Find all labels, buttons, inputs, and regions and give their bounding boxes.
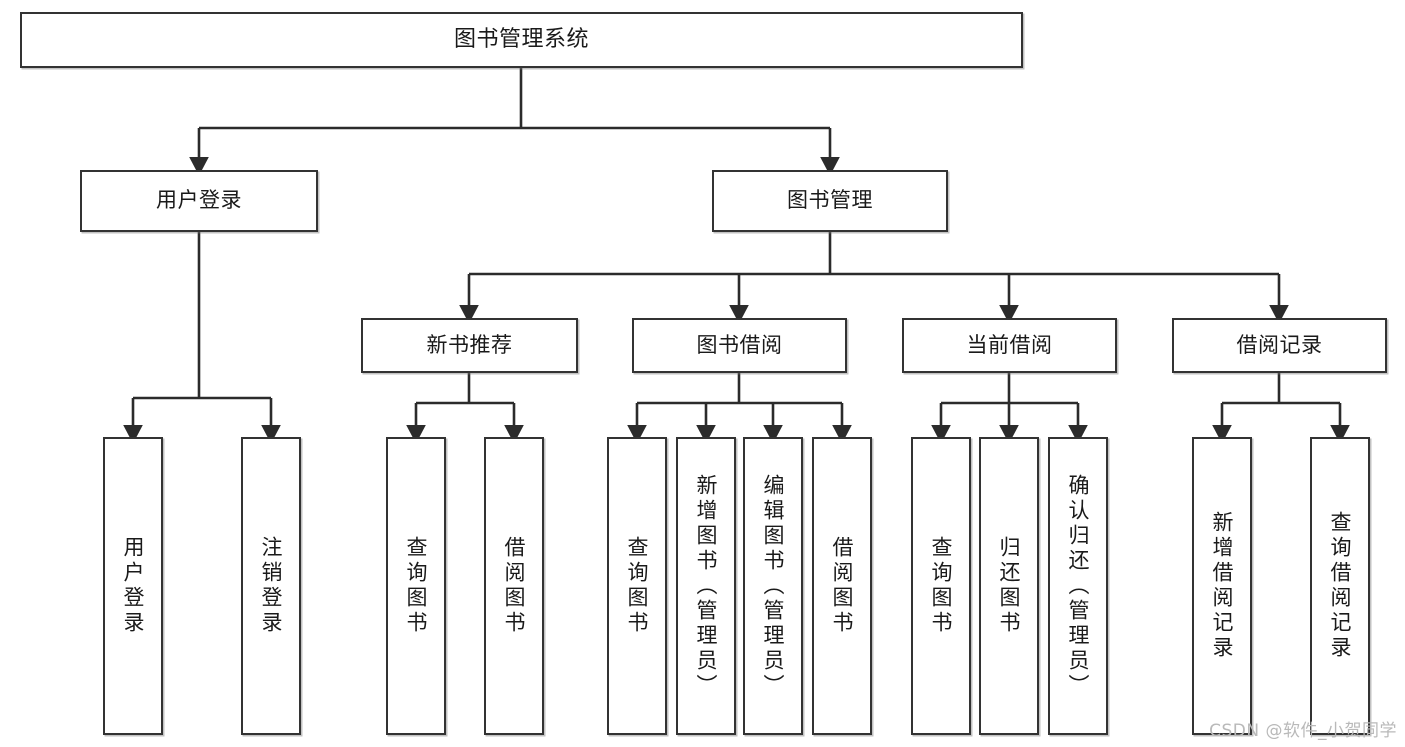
node-current-borrow[interactable]: 当前借阅 (902, 318, 1117, 373)
node-leaf-confirm-return[interactable]: 确认归还（管理员） (1048, 437, 1108, 735)
node-leaf-confirm-return-label: 确认归还（管理员） (1066, 473, 1091, 699)
node-leaf-borrow-book-1[interactable]: 借阅图书 (484, 437, 544, 735)
node-user-login-label: 用户登录 (156, 188, 242, 213)
watermark: CSDN @软件_小贺同学 (1209, 721, 1397, 741)
node-leaf-borrow-book-2[interactable]: 借阅图书 (812, 437, 872, 735)
node-leaf-query-book-2-label: 查询图书 (625, 536, 650, 636)
node-borrow-record[interactable]: 借阅记录 (1172, 318, 1387, 373)
edge-group-user-login (123, 232, 281, 444)
edge-group-book-manage (459, 232, 1289, 324)
node-leaf-user-login[interactable]: 用户登录 (103, 437, 163, 735)
node-root-label: 图书管理系统 (453, 26, 589, 52)
edge-group-current-borrow (931, 373, 1088, 444)
node-leaf-logout[interactable]: 注销登录 (241, 437, 301, 735)
node-leaf-query-record-label: 查询借阅记录 (1328, 511, 1353, 661)
node-leaf-borrow-book-2-label: 借阅图书 (830, 536, 855, 636)
node-root[interactable]: 图书管理系统 (20, 12, 1023, 68)
node-new-book-recommend[interactable]: 新书推荐 (361, 318, 578, 373)
node-leaf-add-record-label: 新增借阅记录 (1210, 511, 1235, 661)
node-new-book-recommend-label: 新书推荐 (426, 332, 513, 357)
node-leaf-add-book[interactable]: 新增图书（管理员） (676, 437, 736, 735)
node-leaf-add-record[interactable]: 新增借阅记录 (1192, 437, 1252, 735)
node-current-borrow-label: 当前借阅 (966, 332, 1053, 357)
node-book-borrow[interactable]: 图书借阅 (632, 318, 847, 373)
node-leaf-query-book-1[interactable]: 查询图书 (386, 437, 446, 735)
node-borrow-record-label: 借阅记录 (1236, 332, 1323, 357)
edge-group-root (189, 68, 840, 176)
node-leaf-add-book-label: 新增图书（管理员） (694, 473, 719, 699)
node-leaf-borrow-book-1-label: 借阅图书 (502, 536, 527, 636)
node-leaf-logout-label: 注销登录 (259, 536, 284, 636)
node-leaf-edit-book-label: 编辑图书（管理员） (761, 473, 786, 699)
edge-group-book-borrow (627, 373, 852, 444)
node-leaf-return-book[interactable]: 归还图书 (979, 437, 1039, 735)
edge-group-new-book-recommend (406, 373, 524, 444)
edge-group-borrow-record (1212, 373, 1350, 444)
node-leaf-query-book-1-label: 查询图书 (404, 536, 429, 636)
node-leaf-return-book-label: 归还图书 (997, 536, 1022, 636)
node-book-borrow-label: 图书借阅 (696, 332, 783, 357)
node-book-manage[interactable]: 图书管理 (712, 170, 948, 232)
node-leaf-query-book-3-label: 查询图书 (929, 536, 954, 636)
node-leaf-user-login-label: 用户登录 (121, 536, 146, 636)
node-leaf-query-record[interactable]: 查询借阅记录 (1310, 437, 1370, 735)
node-user-login[interactable]: 用户登录 (80, 170, 318, 232)
node-leaf-edit-book[interactable]: 编辑图书（管理员） (743, 437, 803, 735)
node-leaf-query-book-2[interactable]: 查询图书 (607, 437, 667, 735)
node-book-manage-label: 图书管理 (787, 188, 873, 213)
node-leaf-query-book-3[interactable]: 查询图书 (911, 437, 971, 735)
